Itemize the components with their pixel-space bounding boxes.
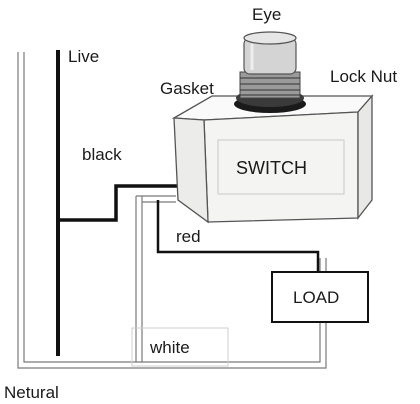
load-box bbox=[271, 271, 369, 323]
neutral-label: Netural bbox=[4, 383, 59, 402]
black-wire bbox=[58, 184, 178, 222]
white-label-frame bbox=[131, 327, 229, 367]
black-label: black bbox=[82, 145, 122, 164]
red-label: red bbox=[176, 227, 201, 246]
lock-nut-label: Lock Nut bbox=[330, 67, 397, 86]
lock-nut bbox=[239, 71, 301, 99]
eye-label: Eye bbox=[252, 5, 281, 24]
eye-sensor bbox=[243, 31, 297, 75]
switch-housing bbox=[171, 94, 374, 224]
load-label: LOAD bbox=[293, 288, 339, 307]
switch-label: SWITCH bbox=[236, 158, 307, 178]
white-label: white bbox=[149, 338, 190, 357]
red-wire bbox=[156, 200, 320, 272]
live-label: Live bbox=[68, 47, 99, 66]
gasket-label: Gasket bbox=[160, 79, 214, 98]
